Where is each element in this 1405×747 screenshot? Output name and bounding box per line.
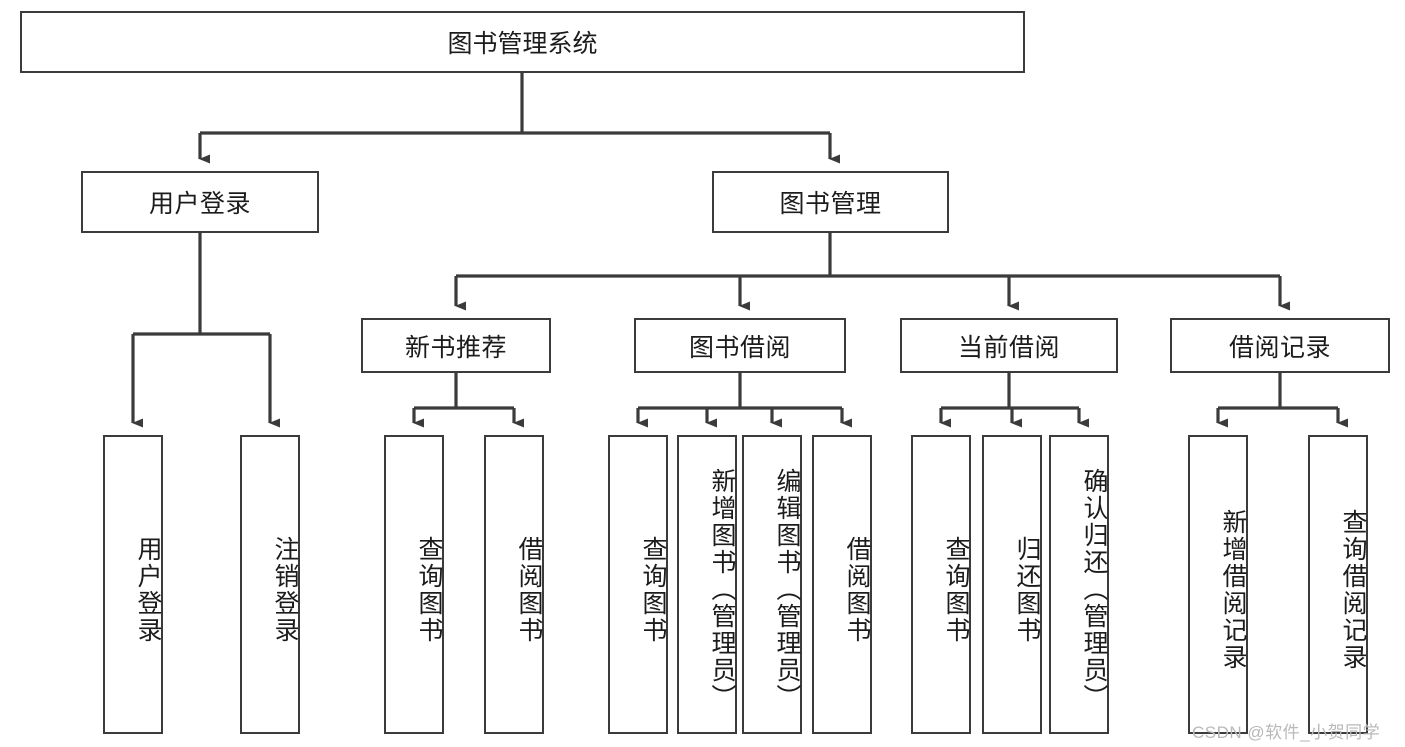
node-label: 借阅图书 bbox=[515, 535, 543, 644]
leaf-query-borrow-record[interactable]: 查询借阅记录 bbox=[1308, 435, 1368, 734]
leaf-add-book-admin[interactable]: 新增图书（管理员） bbox=[677, 435, 737, 734]
node-label: 新增图书（管理员） bbox=[708, 468, 736, 711]
node-label: 借阅记录 bbox=[1228, 333, 1331, 362]
node-label: 编辑图书（管理员） bbox=[773, 468, 801, 711]
node-label: 注销登录 bbox=[271, 535, 299, 644]
node-current-borrow[interactable]: 当前借阅 bbox=[900, 318, 1118, 373]
node-label: 查询图书 bbox=[942, 535, 970, 644]
leaf-confirm-return-admin[interactable]: 确认归还（管理员） bbox=[1049, 435, 1109, 734]
node-label: 查询借阅记录 bbox=[1339, 508, 1367, 671]
node-label: 查询图书 bbox=[639, 535, 667, 644]
leaf-borrow-book-new[interactable]: 借阅图书 bbox=[484, 435, 544, 734]
leaf-return-book[interactable]: 归还图书 bbox=[982, 435, 1042, 734]
leaf-borrow-book[interactable]: 借阅图书 bbox=[812, 435, 872, 734]
leaf-user-login[interactable]: 用户登录 bbox=[103, 435, 163, 734]
node-book-borrow[interactable]: 图书借阅 bbox=[634, 318, 846, 373]
node-label: 新书推荐 bbox=[404, 333, 507, 362]
node-label: 用户登录 bbox=[148, 190, 251, 218]
node-book-management[interactable]: 图书管理 bbox=[712, 171, 949, 233]
node-label: 查询图书 bbox=[415, 535, 443, 644]
node-label: 借阅图书 bbox=[843, 535, 871, 644]
node-label: 确认归还（管理员） bbox=[1080, 468, 1108, 711]
node-new-book-recommend[interactable]: 新书推荐 bbox=[361, 318, 551, 373]
node-label: 图书借阅 bbox=[688, 333, 791, 362]
leaf-edit-book-admin[interactable]: 编辑图书（管理员） bbox=[742, 435, 802, 734]
leaf-add-borrow-record[interactable]: 新增借阅记录 bbox=[1188, 435, 1248, 734]
leaf-query-book-borrow[interactable]: 查询图书 bbox=[608, 435, 668, 734]
leaf-query-book-new[interactable]: 查询图书 bbox=[384, 435, 444, 734]
node-label: 当前借阅 bbox=[957, 333, 1060, 362]
node-label: 归还图书 bbox=[1013, 535, 1041, 644]
leaf-query-book-current[interactable]: 查询图书 bbox=[911, 435, 971, 734]
node-user-login[interactable]: 用户登录 bbox=[81, 171, 319, 233]
node-label: 新增借阅记录 bbox=[1219, 508, 1247, 671]
node-borrow-records[interactable]: 借阅记录 bbox=[1170, 318, 1390, 373]
node-root-book-management-system[interactable]: 图书管理系统 bbox=[20, 11, 1025, 73]
node-label: 用户登录 bbox=[134, 535, 162, 644]
node-label: 图书管理系统 bbox=[447, 30, 598, 58]
node-label: 图书管理 bbox=[779, 190, 882, 218]
leaf-logout[interactable]: 注销登录 bbox=[240, 435, 300, 734]
csdn-watermark: CSDN @软件_小贺同学 bbox=[1192, 723, 1381, 742]
